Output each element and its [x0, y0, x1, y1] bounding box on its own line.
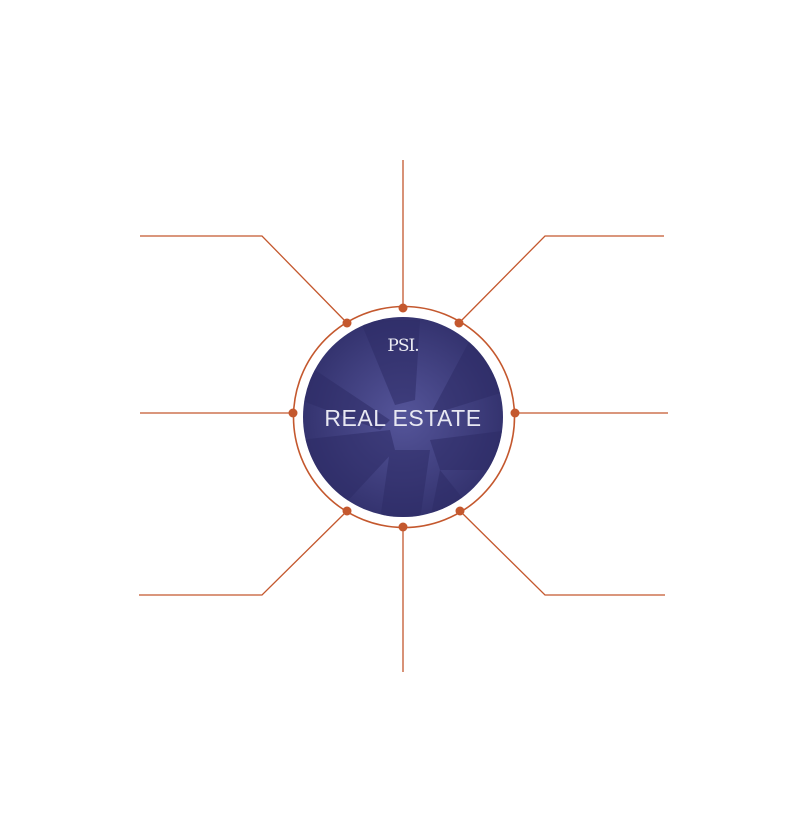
node-dots: [288, 303, 520, 532]
connector-bottom-right: [459, 510, 665, 596]
psi-logo: PSI.: [387, 336, 419, 356]
node-top-left: [342, 318, 352, 328]
node-bottom-left: [342, 506, 352, 516]
node-top-right: [454, 318, 464, 328]
node-bottom: [398, 522, 408, 532]
center-title: REAL ESTATE: [324, 405, 482, 431]
connector-top-left: [140, 235, 348, 324]
connector-bottom-left: [139, 510, 348, 596]
node-left: [288, 408, 298, 418]
node-top: [398, 303, 408, 313]
node-bottom-right: [455, 506, 465, 516]
node-right: [510, 408, 520, 418]
connector-top-right: [458, 235, 664, 324]
